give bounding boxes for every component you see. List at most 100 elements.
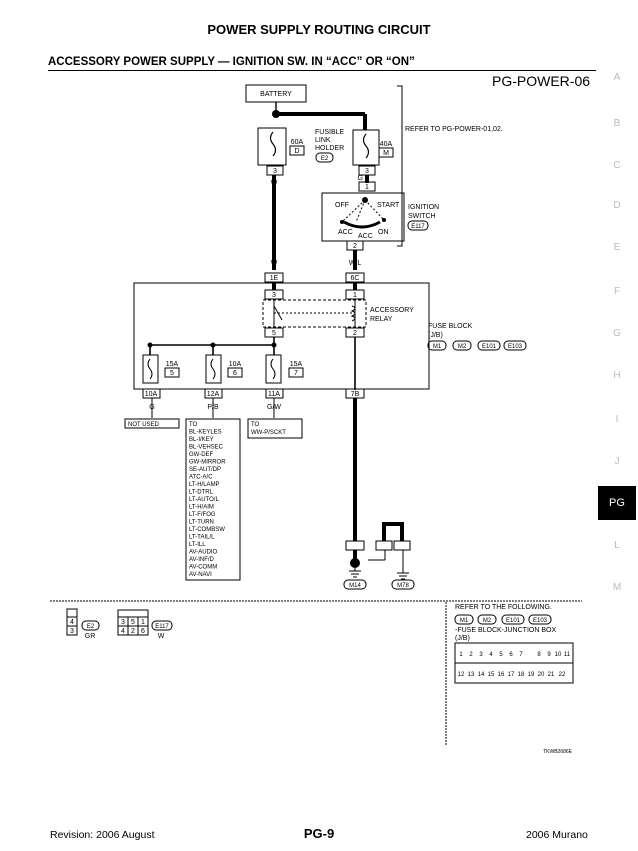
e2-color: GR — [85, 633, 96, 640]
ground-wire-2: B — [382, 534, 387, 541]
jb-pin: 17 — [508, 672, 515, 678]
fuse-40a-pin: 3 — [365, 168, 369, 175]
ignition-acc-2: ACC — [358, 233, 373, 240]
wire-g-label: G — [358, 175, 363, 182]
wire-w-label: W — [271, 180, 278, 187]
e117-pin-3: 3 — [121, 619, 125, 626]
ignition-pivot — [362, 197, 368, 203]
to-list-item: LT-AUTO/L — [189, 497, 219, 503]
fuse-5-pin: 10A — [145, 391, 158, 398]
to-list-item: GW-MIRROR — [189, 460, 226, 466]
ignition-label-1: IGNITION — [408, 204, 439, 211]
wire-wl-6c: W/L — [349, 260, 362, 267]
sidebar-letter-a[interactable]: A — [613, 72, 621, 83]
fusible-link-connector: E2 — [321, 156, 329, 162]
not-used-label: NOT USED — [128, 422, 160, 428]
section-divider — [48, 70, 596, 71]
to-list-item: AV-COMM — [189, 565, 217, 571]
to-psckt-2: WW-P/SCKT — [251, 430, 286, 436]
relay-label-2: RELAY — [370, 316, 393, 323]
to-list-item: LT-DTRL — [189, 490, 214, 496]
footer-revision: Revision: 2006 August — [50, 829, 155, 841]
pin-1e: 1E — [270, 275, 279, 282]
ignition-on: ON — [378, 229, 389, 236]
ignition-label-2: SWITCH — [408, 213, 436, 220]
e2-pin-3: 3 — [70, 628, 74, 635]
to-list: TO BL-KEYLES BL-I/KEY BL-VEHSEC GW-DEF G… — [189, 422, 226, 578]
jb-pin: 14 — [478, 672, 485, 678]
figure-code: TKWB2686E — [543, 749, 573, 755]
sidebar-letter-f[interactable]: F — [613, 286, 621, 297]
sidebar-letter-g[interactable]: G — [613, 328, 621, 339]
ground-splice — [350, 558, 360, 568]
to-list-item: AV-AUDIO — [189, 550, 218, 556]
sidebar-letter-e[interactable]: E — [613, 242, 621, 253]
fuse-block-conn-m1: M1 — [433, 344, 442, 350]
ground-wire-3: B — [400, 534, 405, 541]
jb-pin: 21 — [548, 672, 555, 678]
sidebar-letter-i[interactable]: I — [615, 414, 619, 425]
to-list-item: LT-TAIL/L — [189, 535, 215, 541]
to-list-box — [185, 418, 241, 581]
e117-name: E117 — [155, 624, 169, 630]
ignition-pin-bottom: 2 — [353, 243, 357, 250]
fuse-60a-pin: 3 — [273, 168, 277, 175]
jb-pin: 6 — [509, 652, 513, 658]
sidebar-letter-c[interactable]: C — [613, 160, 621, 171]
to-list-item: AV-INF/D — [189, 557, 215, 563]
e117-pin-1: 1 — [141, 619, 145, 626]
relay-pin-5: 5 — [272, 330, 276, 337]
sidebar-letter-h[interactable]: H — [613, 370, 621, 381]
fuse-block-label-2: (J/B) — [428, 332, 443, 339]
footer-model: 2006 Murano — [526, 829, 588, 841]
fuse-6-amp: 10A — [229, 361, 242, 368]
battery-junction — [272, 110, 280, 118]
fuse-7-symbol — [270, 358, 276, 380]
fuse-40a-symbol — [362, 133, 370, 159]
fuse-60a-letter: D — [294, 148, 299, 155]
jb-pin-grid: 1 2 3 4 5 6 7 8 9 10 11 12 13 14 15 16 1… — [458, 652, 571, 678]
e117-pin-2: 2 — [131, 628, 135, 635]
fuse-40a-box — [352, 129, 380, 166]
to-list-item: LT-H/LAMP — [189, 482, 220, 488]
jb-pin: 2 — [469, 652, 473, 658]
ignition-pin-top: 1 — [365, 184, 369, 191]
refer-following: REFER TO THE FOLLOWING. — [455, 604, 552, 611]
fuse-60a-symbol — [269, 131, 277, 157]
page-title: POWER SUPPLY ROUTING CIRCUIT — [207, 22, 431, 37]
to-list-item: GW-DEF — [189, 452, 214, 458]
diagram-code: PG-POWER-06 — [492, 73, 590, 89]
to-list-item: TO — [189, 422, 198, 428]
fuse-6-num: 6 — [233, 370, 237, 377]
not-used-box — [124, 418, 180, 429]
sidebar-letter-m[interactable]: M — [612, 582, 622, 593]
jb-pin: 16 — [498, 672, 505, 678]
to-list-item: ATC-A/C — [189, 475, 213, 481]
footer-page-number: PG-9 — [303, 826, 335, 841]
jb-pin: 5 — [499, 652, 503, 658]
fuse-40a-amp: 40A — [380, 141, 393, 148]
fusible-link-label-2: LINK — [315, 137, 331, 144]
refer-e103: E103 — [533, 618, 548, 624]
sidebar-letter-d[interactable]: D — [613, 200, 621, 211]
fuse-block-label-1: FUSE BLOCK — [428, 323, 473, 330]
fuse-block-conn-m2: M2 — [458, 344, 467, 350]
sidebar-letter-l[interactable]: L — [614, 540, 620, 551]
sidebar-tab-pg[interactable]: PG — [598, 486, 636, 520]
refer-m1: M1 — [460, 618, 469, 624]
jb-pin: 15 — [488, 672, 495, 678]
sidebar-letter-b[interactable]: B — [613, 118, 621, 129]
fuse-60a-amp: 60A — [291, 139, 304, 146]
fuse-5-amp: 15A — [166, 361, 179, 368]
wire-gw-out: G/W — [267, 404, 281, 411]
jb-pin: 3 — [479, 652, 483, 658]
refer-bracket — [397, 85, 403, 247]
sidebar-letter-j[interactable]: J — [614, 456, 620, 467]
to-list-item: LT-F/FOG — [189, 512, 216, 518]
fuse-60a-box — [257, 127, 287, 166]
to-psckt-box — [247, 418, 303, 439]
jb-pin: 22 — [559, 672, 566, 678]
section-sidebar: A B C D E F G H I J PG L M — [596, 0, 638, 851]
ignition-start: START — [377, 202, 400, 209]
refer-desc-2: (J/B) — [455, 635, 470, 642]
